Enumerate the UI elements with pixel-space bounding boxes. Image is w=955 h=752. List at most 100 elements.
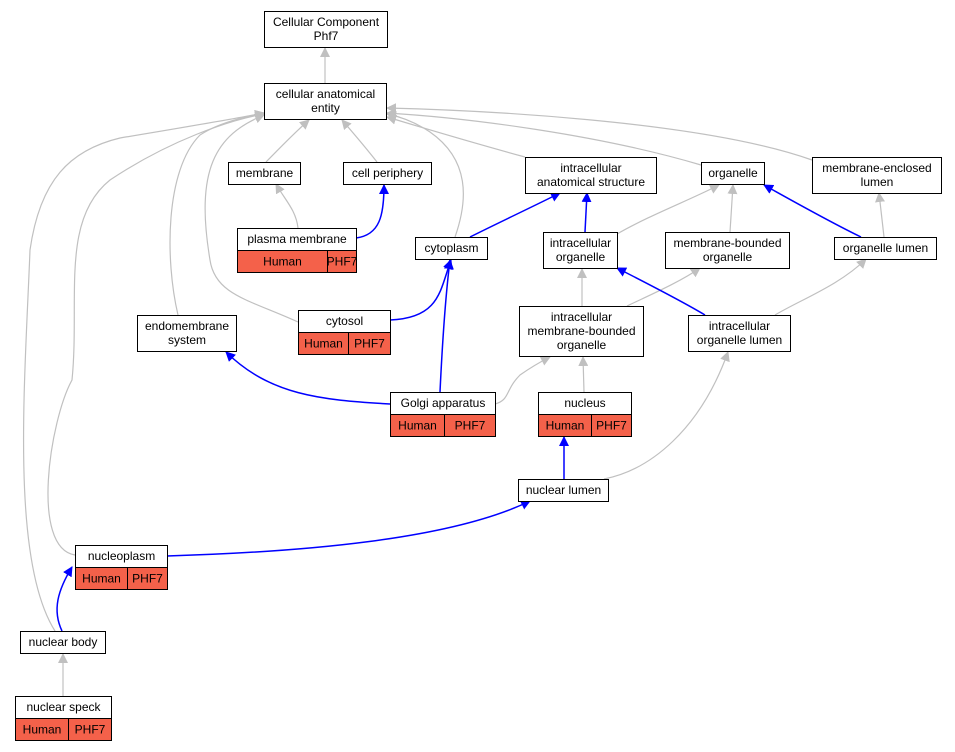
node-box [264,83,387,120]
node-ol[interactable]: organelle lumen [834,237,937,260]
node-label-line: Golgi apparatus [401,396,486,410]
node-box [137,315,237,352]
edge-cytoplasm-to-ias-part-of [469,192,561,238]
annotation-gene: PHF7 [455,419,486,433]
edge-nb-to-cae-is-a [22,109,265,632]
annotation-species: Human [263,255,302,269]
node-label-line: cellular anatomical [276,87,375,101]
annotation-box [15,718,112,741]
edge-pm-to-cellper-part-of [355,184,389,239]
node-label-line: nuclear speck [26,700,101,714]
annotation-species: Human [304,337,343,351]
node-box [518,479,609,502]
edge-pm-to-membrane-is-a [275,183,299,229]
edge-cytoplasm-to-cae-is-a [386,110,464,238]
edge-nl-to-iol-is-a [603,351,730,480]
node-label-line: intracellular [560,161,621,175]
node-label-line: membrane-bounded [527,324,635,338]
node-label-line: Phf7 [314,29,339,43]
edge-np-to-cae-is-a [47,110,265,556]
node-box [543,232,618,269]
edge-cytosol-to-cae-is-a [204,113,299,323]
edge-mel-to-cae-is-a [386,103,813,161]
edge-io-to-organelle-is-a [616,184,720,235]
annotation-box [237,250,357,273]
edge-ol-to-organelle-part-of [763,184,862,238]
node-label-line: anatomical structure [537,175,645,189]
node-nl[interactable]: nuclear lumen [518,479,609,502]
node-label-line: organelle [557,338,607,352]
edge-es-to-cae-is-a [169,109,265,316]
edge-ias-to-cae-is-a [386,114,526,158]
node-box [688,315,791,352]
node-box [665,232,790,269]
node-label-line: entity [311,101,340,115]
annotation-box [538,414,632,437]
node-nb[interactable]: nuclear body [20,631,106,654]
node-label-line: organelle lumen [843,241,928,255]
node-label-line: cytoplasm [424,241,478,255]
edge-iol-to-ol-is-a [774,258,867,316]
annotation-gene: PHF7 [132,572,163,586]
node-membrane[interactable]: membrane [228,162,301,185]
node-label-line: nuclear body [29,635,98,649]
node-label-line: nucleus [564,396,605,410]
edge-cellper-to-cae-is-a [341,119,378,163]
node-box [415,237,488,260]
annotation-species: Human [82,572,121,586]
node-box [343,162,432,185]
node-label-line: cytosol [326,314,363,328]
annotation-row: Human PHF7 [15,718,112,741]
node-box [812,157,942,194]
edge-ol-to-mel-is-a [875,192,885,238]
node-label-line: system [168,333,206,347]
node-cytoplasm[interactable]: cytoplasm [415,237,488,260]
node-label-line: cell periphery [352,166,423,180]
node-organelle[interactable]: organelle [701,162,765,185]
annotation-gene: PHF7 [75,723,106,737]
node-box [228,162,301,185]
edge-np-to-nl-part-of [166,500,531,557]
node-label-line: organelle [556,250,606,264]
annotation-row: Human PHF7 [390,414,496,437]
node-label-line: organelle [708,166,758,180]
node-cellper[interactable]: cell periphery [343,162,432,185]
edge-mbo-to-organelle-is-a [727,184,738,233]
annotation-row: Human PHF7 [75,567,168,590]
node-label-line: intracellular [551,310,612,324]
node-box [519,306,644,357]
edge-nucleus-to-imbo-is-a [578,356,589,393]
node-label-line: membrane [236,166,294,180]
edge-golgi-to-es-part-of [225,351,391,405]
edge-iol-to-io-part-of [616,267,706,316]
annotation-species: Human [23,723,62,737]
node-label-line: membrane-bounded [673,236,781,250]
node-label-line: Cellular Component [273,15,380,29]
node-label-line: membrane-enclosed [822,161,931,175]
node-label-line: nuclear lumen [526,483,601,497]
node-box [525,157,657,194]
edge-io-to-ias-part-of [581,192,592,233]
node-label-line: endomembrane [145,319,229,333]
annotation-species: Human [398,419,437,433]
annotation-box [298,332,391,355]
edge-cytosol-to-cytoplasm-part-of [389,259,453,321]
annotation-box [75,567,168,590]
